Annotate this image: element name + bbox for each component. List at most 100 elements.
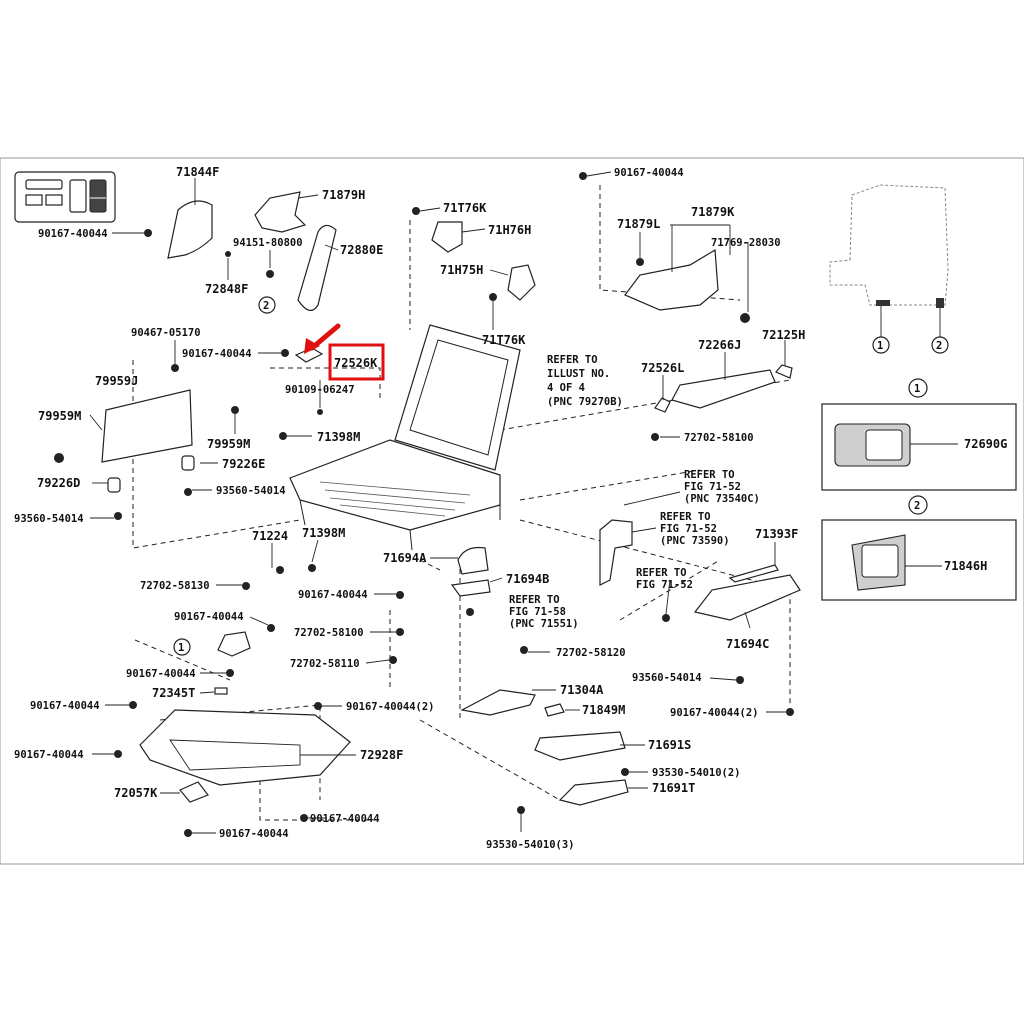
- label-72880E: 72880E: [340, 243, 383, 257]
- label-71844F: 71844F: [176, 165, 219, 179]
- label-72702-58100-a: 72702-58100: [684, 432, 754, 444]
- label-72266J: 72266J: [698, 338, 741, 352]
- leader-lines: [89, 171, 786, 834]
- inset-callout-2: 2: [936, 340, 942, 352]
- part-79226D-shape: [107, 477, 121, 493]
- label-93530-54010-2: 93530-54010(2): [652, 767, 741, 779]
- part-71694B-shape: [450, 579, 491, 597]
- inset-callout-1: 1: [877, 340, 883, 352]
- label-93560-54014-a: 93560-54014: [216, 485, 286, 497]
- callout-1-marker: [173, 638, 191, 656]
- highlight-marker: [304, 323, 385, 381]
- label-72345T: 72345T: [152, 686, 195, 700]
- part-71691T-shape: [558, 779, 629, 806]
- label-90167-40044-g: 90167-40044: [30, 700, 100, 712]
- note-illust-3: 4 OF 4: [547, 382, 585, 394]
- label-71691T: 71691T: [652, 781, 695, 795]
- label-79226E: 79226E: [222, 457, 265, 471]
- label-90167-40044-d: 90167-40044: [298, 589, 368, 601]
- inset-seat-outline: [829, 184, 949, 354]
- note-71-58-3: (PNC 71551): [509, 618, 579, 630]
- label-90167-40044-2a: 90167-40044(2): [346, 701, 435, 713]
- label-71398M-a: 71398M: [317, 430, 360, 444]
- label-72848F: 72848F: [205, 282, 248, 296]
- label-72526K: 72526K: [334, 356, 378, 370]
- note-71-52-2: FIG 71-52: [636, 579, 693, 591]
- label-79959J: 79959J: [95, 374, 138, 388]
- switch-panel-icon: [14, 171, 116, 223]
- label-93530-54010-3: 93530-54010(3): [486, 839, 575, 851]
- label-72702-58130: 72702-58130: [140, 580, 210, 592]
- fasteners: [54, 172, 794, 837]
- label-90167-40044-c: 90167-40044: [614, 167, 684, 179]
- part-72057K-shape: [179, 781, 209, 803]
- label-72526L: 72526L: [641, 361, 684, 375]
- label-71694C: 71694C: [726, 637, 769, 651]
- part-79959J-shape: [101, 389, 193, 463]
- label-90167-40044-e: 90167-40044: [174, 611, 244, 623]
- label-71879L: 71879L: [617, 217, 660, 231]
- label-90167-40044-f: 90167-40044: [126, 668, 196, 680]
- part-72526L-shape: [654, 397, 671, 413]
- note-73540C-3: (PNC 73540C): [684, 493, 760, 505]
- part-71393F-shape: [728, 564, 779, 583]
- label-71393F: 71393F: [755, 527, 798, 541]
- inset-box-1: [821, 378, 1017, 491]
- label-71694B: 71694B: [506, 572, 549, 586]
- label-71224: 71224: [252, 529, 288, 543]
- label-71398M-b: 71398M: [302, 526, 345, 540]
- label-71694A: 71694A: [383, 551, 427, 565]
- label-71H76H: 71H76H: [488, 223, 531, 237]
- part-71691S-shape: [534, 731, 626, 761]
- label-71849M: 71849M: [582, 703, 625, 717]
- label-93560-54014-c: 93560-54014: [632, 672, 702, 684]
- label-94151-80800: 94151-80800: [233, 237, 303, 249]
- note-illust-4: (PNC 79270B): [547, 396, 623, 408]
- label-79959M-b: 79959M: [207, 437, 250, 451]
- note-73590-1: REFER TO: [660, 511, 711, 523]
- label-71769-28030: 71769-28030: [711, 237, 781, 249]
- label-72702-58110: 72702-58110: [290, 658, 360, 670]
- part-71H75H-shape: [507, 264, 536, 301]
- callout-2-marker: [258, 296, 276, 314]
- label-71H75H: 71H75H: [440, 263, 483, 277]
- label-90109-06247: 90109-06247: [285, 384, 355, 396]
- note-illust-1: REFER TO: [547, 354, 598, 366]
- part-71H76H-shape: [431, 221, 463, 253]
- note-73590-3: (PNC 73590): [660, 535, 730, 547]
- seat-frame: [289, 324, 521, 551]
- note-71-58-1: REFER TO: [509, 594, 560, 606]
- note-73590-2: FIG 71-52: [660, 523, 717, 535]
- part-72880E-shape: [297, 224, 337, 311]
- note-73540C-1: REFER TO: [684, 469, 735, 481]
- part-72125H-shape: [775, 364, 793, 379]
- note-illust-2: ILLUST NO.: [547, 368, 610, 380]
- label-90167-40044-i: 90167-40044: [310, 813, 380, 825]
- bracket-left-shape: [217, 631, 251, 657]
- label-79226D: 79226D: [37, 476, 80, 490]
- label-71879K: 71879K: [691, 205, 735, 219]
- label-72702-58120: 72702-58120: [556, 647, 626, 659]
- label-72690G: 72690G: [964, 437, 1007, 451]
- label-71691S: 71691S: [648, 738, 691, 752]
- label-90467-05170: 90467-05170: [131, 327, 201, 339]
- label-72057K: 72057K: [114, 786, 158, 800]
- label-71T76K-a: 71T76K: [443, 201, 487, 215]
- label-79959M-a: 79959M: [38, 409, 81, 423]
- part-71844F-shape: [167, 200, 213, 259]
- part-72266J-shape: [671, 369, 776, 409]
- label-90167-40044-h: 90167-40044: [14, 749, 84, 761]
- part-71694C-shape: [693, 574, 801, 621]
- note-71-58-2: FIG 71-58: [509, 606, 566, 618]
- part-71694A-shape: [457, 546, 489, 575]
- label-93560-54014-b: 93560-54014: [14, 513, 84, 525]
- label-71879H: 71879H: [322, 188, 365, 202]
- box2-callout: 2: [914, 500, 920, 512]
- label-71T76K-b: 71T76K: [482, 333, 526, 347]
- label-90167-40044-j: 90167-40044: [219, 828, 289, 840]
- note-73540C-2: FIG 71-52: [684, 481, 741, 493]
- label-71304A: 71304A: [560, 683, 604, 697]
- part-79226E-shape: [181, 455, 195, 471]
